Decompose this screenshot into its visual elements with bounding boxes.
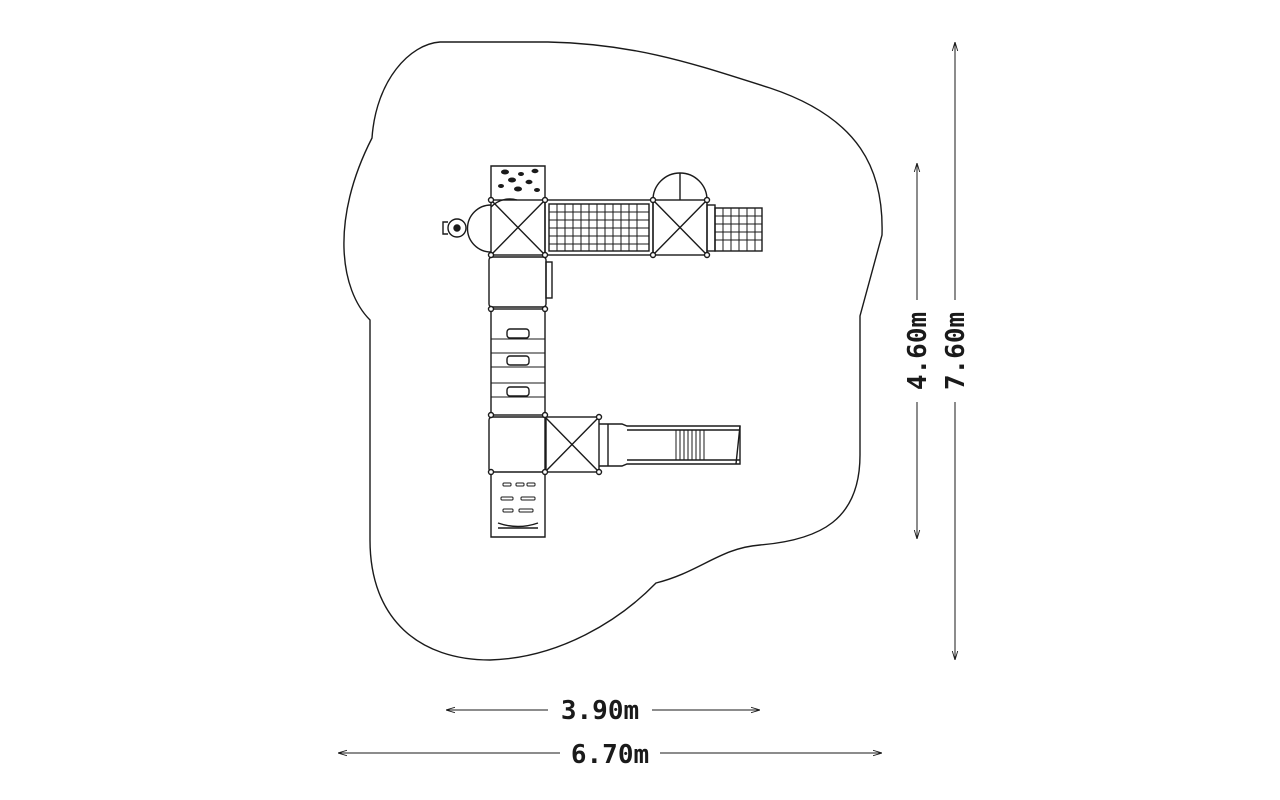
dimension-label-outer-height: 7.60m xyxy=(941,312,971,390)
platform-deck-bottom xyxy=(488,416,547,473)
dimension-label-outer-width: 6.70m xyxy=(571,740,649,770)
platform-deck-left xyxy=(488,256,553,308)
dimension-label-inner-width: 3.90m xyxy=(561,696,639,726)
roofed-deck-bottom xyxy=(544,416,600,473)
plank-bridge xyxy=(490,308,546,416)
dimension-label-inner-height: 4.60m xyxy=(903,312,933,390)
roofed-deck-top-right xyxy=(652,172,708,256)
net-bridge xyxy=(544,199,654,256)
entrance-ramp-panel xyxy=(490,474,546,538)
net-climber xyxy=(706,204,763,252)
slide xyxy=(599,423,741,467)
climbing-wall-panel xyxy=(490,165,546,198)
safety-zone-outline xyxy=(343,41,883,661)
roofed-deck-top-left xyxy=(490,198,546,256)
steering-wheel-panel xyxy=(442,204,492,253)
structure-posts xyxy=(487,196,711,476)
